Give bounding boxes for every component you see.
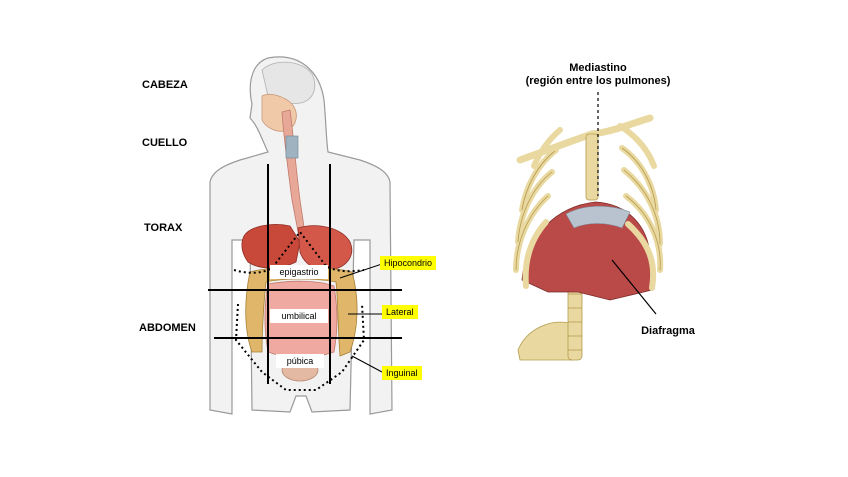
- region-label-thorax: TORAX: [144, 222, 182, 234]
- zone-label-pubic: púbica: [276, 354, 324, 368]
- callout-lateral: Lateral: [382, 305, 418, 319]
- mediastinum-subtitle: (región entre los pulmones): [518, 75, 678, 88]
- callout-inguinal: Inguinal: [382, 366, 422, 380]
- sternum: [586, 134, 598, 200]
- zone-label-epigastric: epigastrio: [270, 265, 328, 279]
- pelvis: [518, 322, 574, 360]
- mediastinum-title: Mediastino: [548, 62, 648, 75]
- region-label-neck: CUELLO: [142, 137, 187, 149]
- zone-label-umbilical: umbilical: [270, 309, 328, 323]
- diaphragm-label: Diafragma: [638, 325, 698, 338]
- liver: [242, 224, 300, 268]
- callout-hypochondrium: Hipocondrio: [380, 256, 436, 270]
- region-label-head: CABEZA: [142, 79, 188, 91]
- region-label-abdomen: ABDOMEN: [139, 322, 196, 334]
- trachea: [286, 136, 298, 158]
- thorax-illustration: [516, 92, 660, 360]
